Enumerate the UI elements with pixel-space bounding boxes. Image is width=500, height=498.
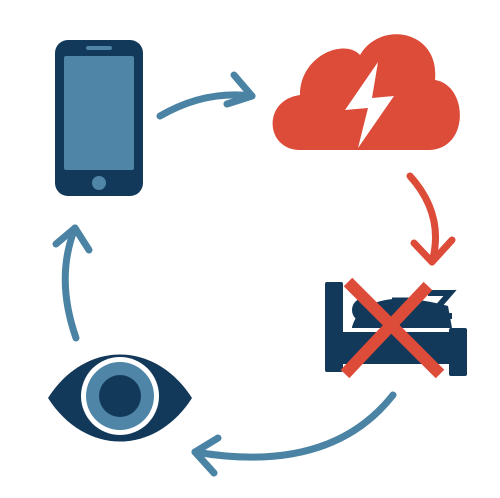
- crossed-out-bed-icon: [325, 277, 467, 379]
- arrow-head: [410, 236, 456, 266]
- cycle-arrows: [52, 71, 456, 477]
- lightning-cloud-icon: [272, 34, 460, 150]
- arrow-stress-to-no-sleep: [406, 172, 456, 266]
- cross-out-icon: [340, 277, 445, 379]
- arrow-shaft: [191, 391, 397, 461]
- arrow-phone-to-stress: [156, 71, 256, 120]
- arrow-head: [191, 434, 222, 477]
- arrow-shaft: [61, 224, 80, 342]
- smartphone-icon: [55, 40, 143, 196]
- arrow-no-sleep-to-eye: [191, 391, 397, 477]
- arrow-shaft: [156, 91, 256, 120]
- eye-icon: [48, 354, 192, 442]
- arrow-eye-to-phone: [52, 224, 93, 342]
- arrow-head: [52, 224, 93, 254]
- arrow-head: [223, 71, 256, 108]
- arrow-shaft: [406, 172, 439, 266]
- lightning-bolt-icon: [345, 62, 394, 148]
